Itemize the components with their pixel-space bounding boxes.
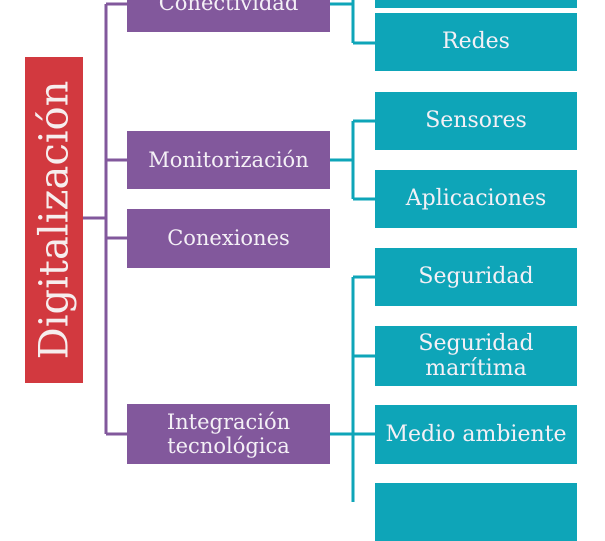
node-label: Conexiones xyxy=(167,226,290,251)
root-label: Digitalización xyxy=(31,80,78,360)
node-seguridad: Seguridad xyxy=(375,248,577,306)
node-label: Integración tecnológica xyxy=(166,409,291,458)
node-sensores: Sensores xyxy=(375,92,577,150)
node-integracion-tecnologica: Integración tecnológica xyxy=(127,404,330,464)
connector-lines xyxy=(83,0,375,502)
node-redes: Redes xyxy=(375,13,577,71)
node-label: Seguridad marítima xyxy=(418,330,534,381)
node-label: Monitorización xyxy=(148,147,309,172)
node-level2-top-cut xyxy=(375,0,577,8)
node-medio-ambiente: Medio ambiente xyxy=(375,405,577,464)
node-label: Aplicaciones xyxy=(405,186,547,212)
node-monitorizacion: Monitorización xyxy=(127,131,330,189)
node-level2-bottom-cut xyxy=(375,483,577,541)
node-label: Seguridad xyxy=(418,264,534,290)
node-label: Sensores xyxy=(425,108,527,134)
node-label: Conectividad xyxy=(158,0,299,16)
node-seguridad-maritima: Seguridad marítima xyxy=(375,326,577,386)
node-label: Redes xyxy=(442,29,510,55)
root-node: Digitalización xyxy=(25,57,83,383)
node-label: Medio ambiente xyxy=(385,421,567,447)
level1-connectors xyxy=(83,2,127,436)
level2-connectors xyxy=(330,0,375,502)
node-conexiones: Conexiones xyxy=(127,209,330,268)
node-conectividad: Conectividad xyxy=(127,0,330,32)
node-aplicaciones: Aplicaciones xyxy=(375,170,577,228)
